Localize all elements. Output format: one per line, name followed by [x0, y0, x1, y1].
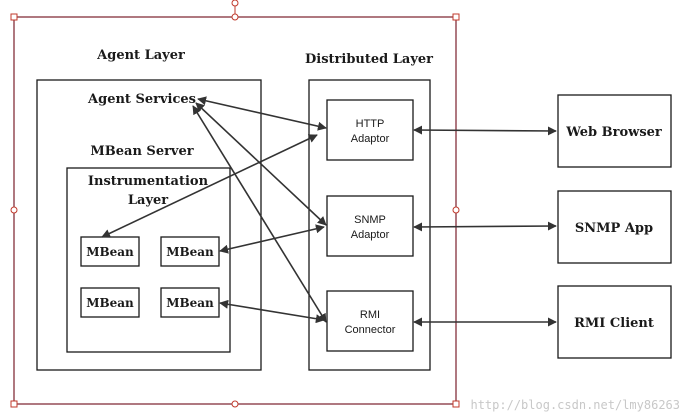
mbean-label: MBean — [86, 245, 134, 259]
agent-layer-title: Agent Layer — [96, 48, 185, 63]
http-adaptor-box[interactable]: HTTP Adaptor — [326, 99, 414, 161]
arrow-mbean-to-snmp — [219, 224, 325, 254]
resize-handle-bottom-left[interactable] — [10, 400, 18, 408]
snmp-app-box[interactable]: SNMP App — [557, 190, 672, 264]
arrow-http-to-web-browser — [413, 125, 557, 136]
rmi-client-box[interactable]: RMI Client — [557, 285, 672, 359]
instrumentation-label-line1: Instrumentation — [88, 174, 209, 189]
rotation-handle[interactable] — [231, 0, 239, 7]
resize-handle-middle-right[interactable] — [452, 206, 460, 214]
http-adaptor-label-line2: Adaptor — [351, 133, 390, 145]
web-browser-box[interactable]: Web Browser — [557, 94, 672, 168]
web-browser-label: Web Browser — [565, 125, 662, 140]
mbean-box[interactable]: MBean — [160, 236, 220, 267]
mbean-label: MBean — [86, 296, 134, 310]
mbean-label: MBean — [166, 296, 214, 310]
mbean-box[interactable]: MBean — [160, 287, 220, 318]
rmi-connector-box[interactable]: RMI Connector — [326, 290, 414, 352]
rmi-connector-label-line2: Connector — [345, 324, 396, 336]
rmi-connector-label-line1: RMI — [360, 309, 380, 321]
arrow-mbean-to-http — [101, 134, 318, 238]
distributed-layer-title: Distributed Layer — [305, 52, 433, 67]
mbean-label: MBean — [166, 245, 214, 259]
mbean-box[interactable]: MBean — [80, 287, 140, 318]
agent-services-label: Agent Services — [87, 92, 196, 107]
snmp-app-label: SNMP App — [575, 221, 653, 236]
arrow-snmp-to-snmp-app — [413, 221, 557, 232]
snmp-adaptor-box[interactable]: SNMP Adaptor — [326, 195, 414, 257]
arrow-mbean-to-rmi — [219, 299, 325, 324]
resize-handle-top-left[interactable] — [10, 13, 18, 21]
watermark-text: http://blog.csdn.net/lmy86263 — [470, 398, 680, 412]
rmi-client-label: RMI Client — [574, 316, 654, 331]
resize-handle-top-center[interactable] — [231, 13, 239, 21]
mbean-box[interactable]: MBean — [80, 236, 140, 267]
resize-handle-top-right[interactable] — [452, 13, 460, 21]
http-adaptor-label-line1: HTTP — [356, 118, 385, 130]
resize-handle-bottom-right[interactable] — [452, 400, 460, 408]
mbean-server-label: MBean Server — [90, 144, 193, 159]
resize-handle-middle-left[interactable] — [10, 206, 18, 214]
snmp-adaptor-label-line2: Adaptor — [351, 229, 390, 241]
resize-handle-bottom-center[interactable] — [231, 400, 239, 408]
snmp-adaptor-label-line1: SNMP — [354, 214, 386, 226]
instrumentation-label-line2: Layer — [128, 193, 168, 208]
